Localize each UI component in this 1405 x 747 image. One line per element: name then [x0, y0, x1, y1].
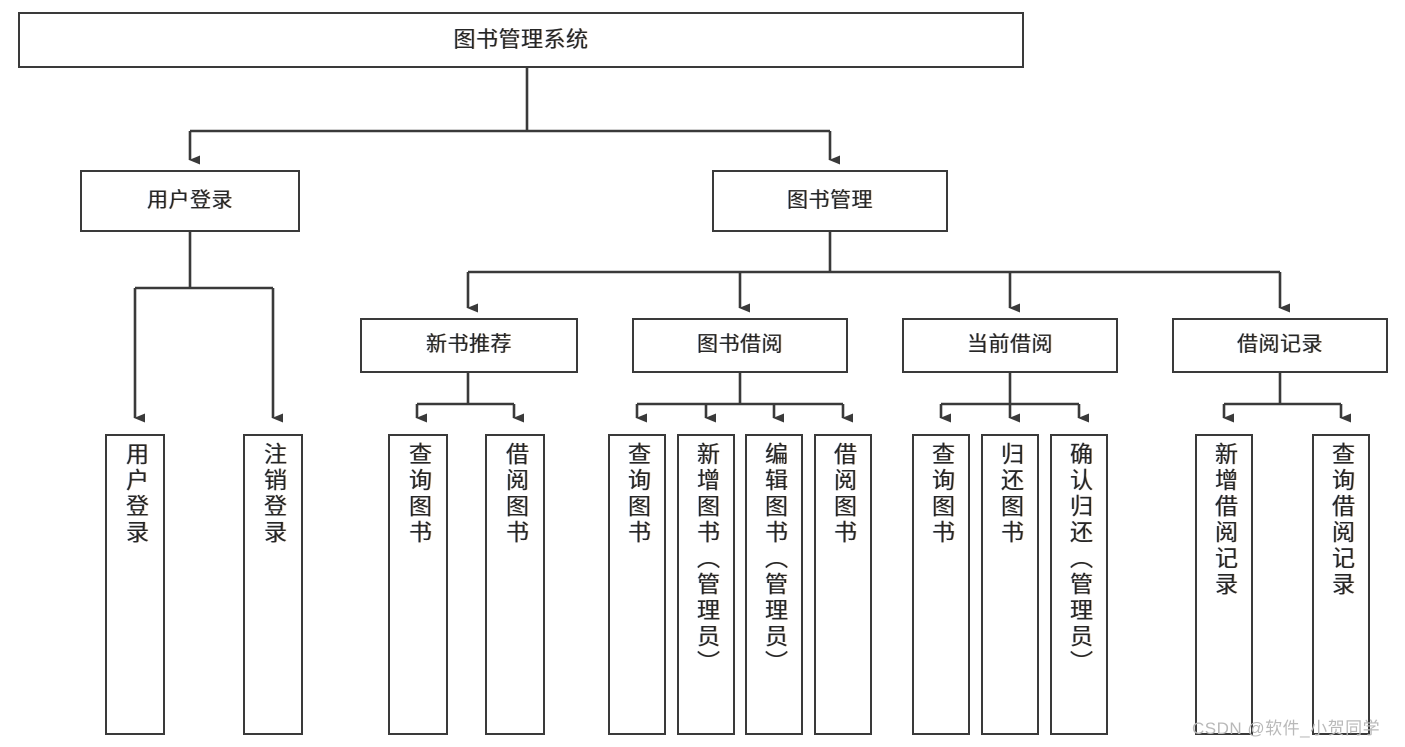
- node-book-management[interactable]: 图书管理: [712, 170, 948, 232]
- node-label: 当前借阅: [967, 333, 1053, 357]
- node-label: 用户登录: [122, 442, 149, 546]
- leaf-borrow-borrow-book[interactable]: 借阅图书: [814, 434, 872, 735]
- leaf-current-return-book[interactable]: 归还图书: [981, 434, 1039, 735]
- node-label: 新书推荐: [426, 333, 512, 357]
- node-label: 借阅图书: [502, 442, 529, 546]
- leaf-records-query-record[interactable]: 查询借阅记录: [1312, 434, 1370, 735]
- node-root-system[interactable]: 图书管理系统: [18, 12, 1024, 68]
- node-new-book-recommend[interactable]: 新书推荐: [360, 318, 578, 373]
- node-label: 归还图书: [997, 442, 1024, 546]
- node-label: 图书管理: [787, 188, 873, 212]
- leaf-borrow-add-book-admin[interactable]: 新增图书（管理员）: [677, 434, 735, 735]
- node-label: 查询借阅记录: [1328, 442, 1355, 598]
- node-label: 注销登录: [260, 442, 287, 546]
- node-label: 图书借阅: [697, 333, 783, 357]
- leaf-recommend-borrow-book[interactable]: 借阅图书: [485, 434, 545, 735]
- leaf-current-query-book[interactable]: 查询图书: [912, 434, 970, 735]
- node-label: 查询图书: [405, 442, 432, 546]
- leaf-user-logout[interactable]: 注销登录: [243, 434, 303, 735]
- node-user-login[interactable]: 用户登录: [80, 170, 300, 232]
- node-label: 确认归还（管理员）: [1066, 442, 1093, 676]
- node-label: 新增图书（管理员）: [693, 442, 720, 676]
- node-label: 用户登录: [147, 188, 233, 212]
- leaf-current-confirm-return-admin[interactable]: 确认归还（管理员）: [1050, 434, 1108, 735]
- leaf-records-add-record[interactable]: 新增借阅记录: [1195, 434, 1253, 735]
- node-label: 编辑图书（管理员）: [761, 442, 788, 676]
- leaf-recommend-query-book[interactable]: 查询图书: [388, 434, 448, 735]
- node-book-borrow[interactable]: 图书借阅: [632, 318, 848, 373]
- node-label: 查询图书: [928, 442, 955, 546]
- node-borrow-records[interactable]: 借阅记录: [1172, 318, 1388, 373]
- node-label: 图书管理系统: [453, 27, 589, 53]
- node-label: 查询图书: [624, 442, 651, 546]
- csdn-watermark: CSDN @软件_小贺同学: [1192, 719, 1381, 738]
- leaf-borrow-edit-book-admin[interactable]: 编辑图书（管理员）: [745, 434, 803, 735]
- node-label: 借阅记录: [1237, 333, 1323, 357]
- node-label: 借阅图书: [830, 442, 857, 546]
- leaf-user-login[interactable]: 用户登录: [105, 434, 165, 735]
- node-label: 新增借阅记录: [1211, 442, 1238, 598]
- leaf-borrow-query-book[interactable]: 查询图书: [608, 434, 666, 735]
- node-current-borrow[interactable]: 当前借阅: [902, 318, 1118, 373]
